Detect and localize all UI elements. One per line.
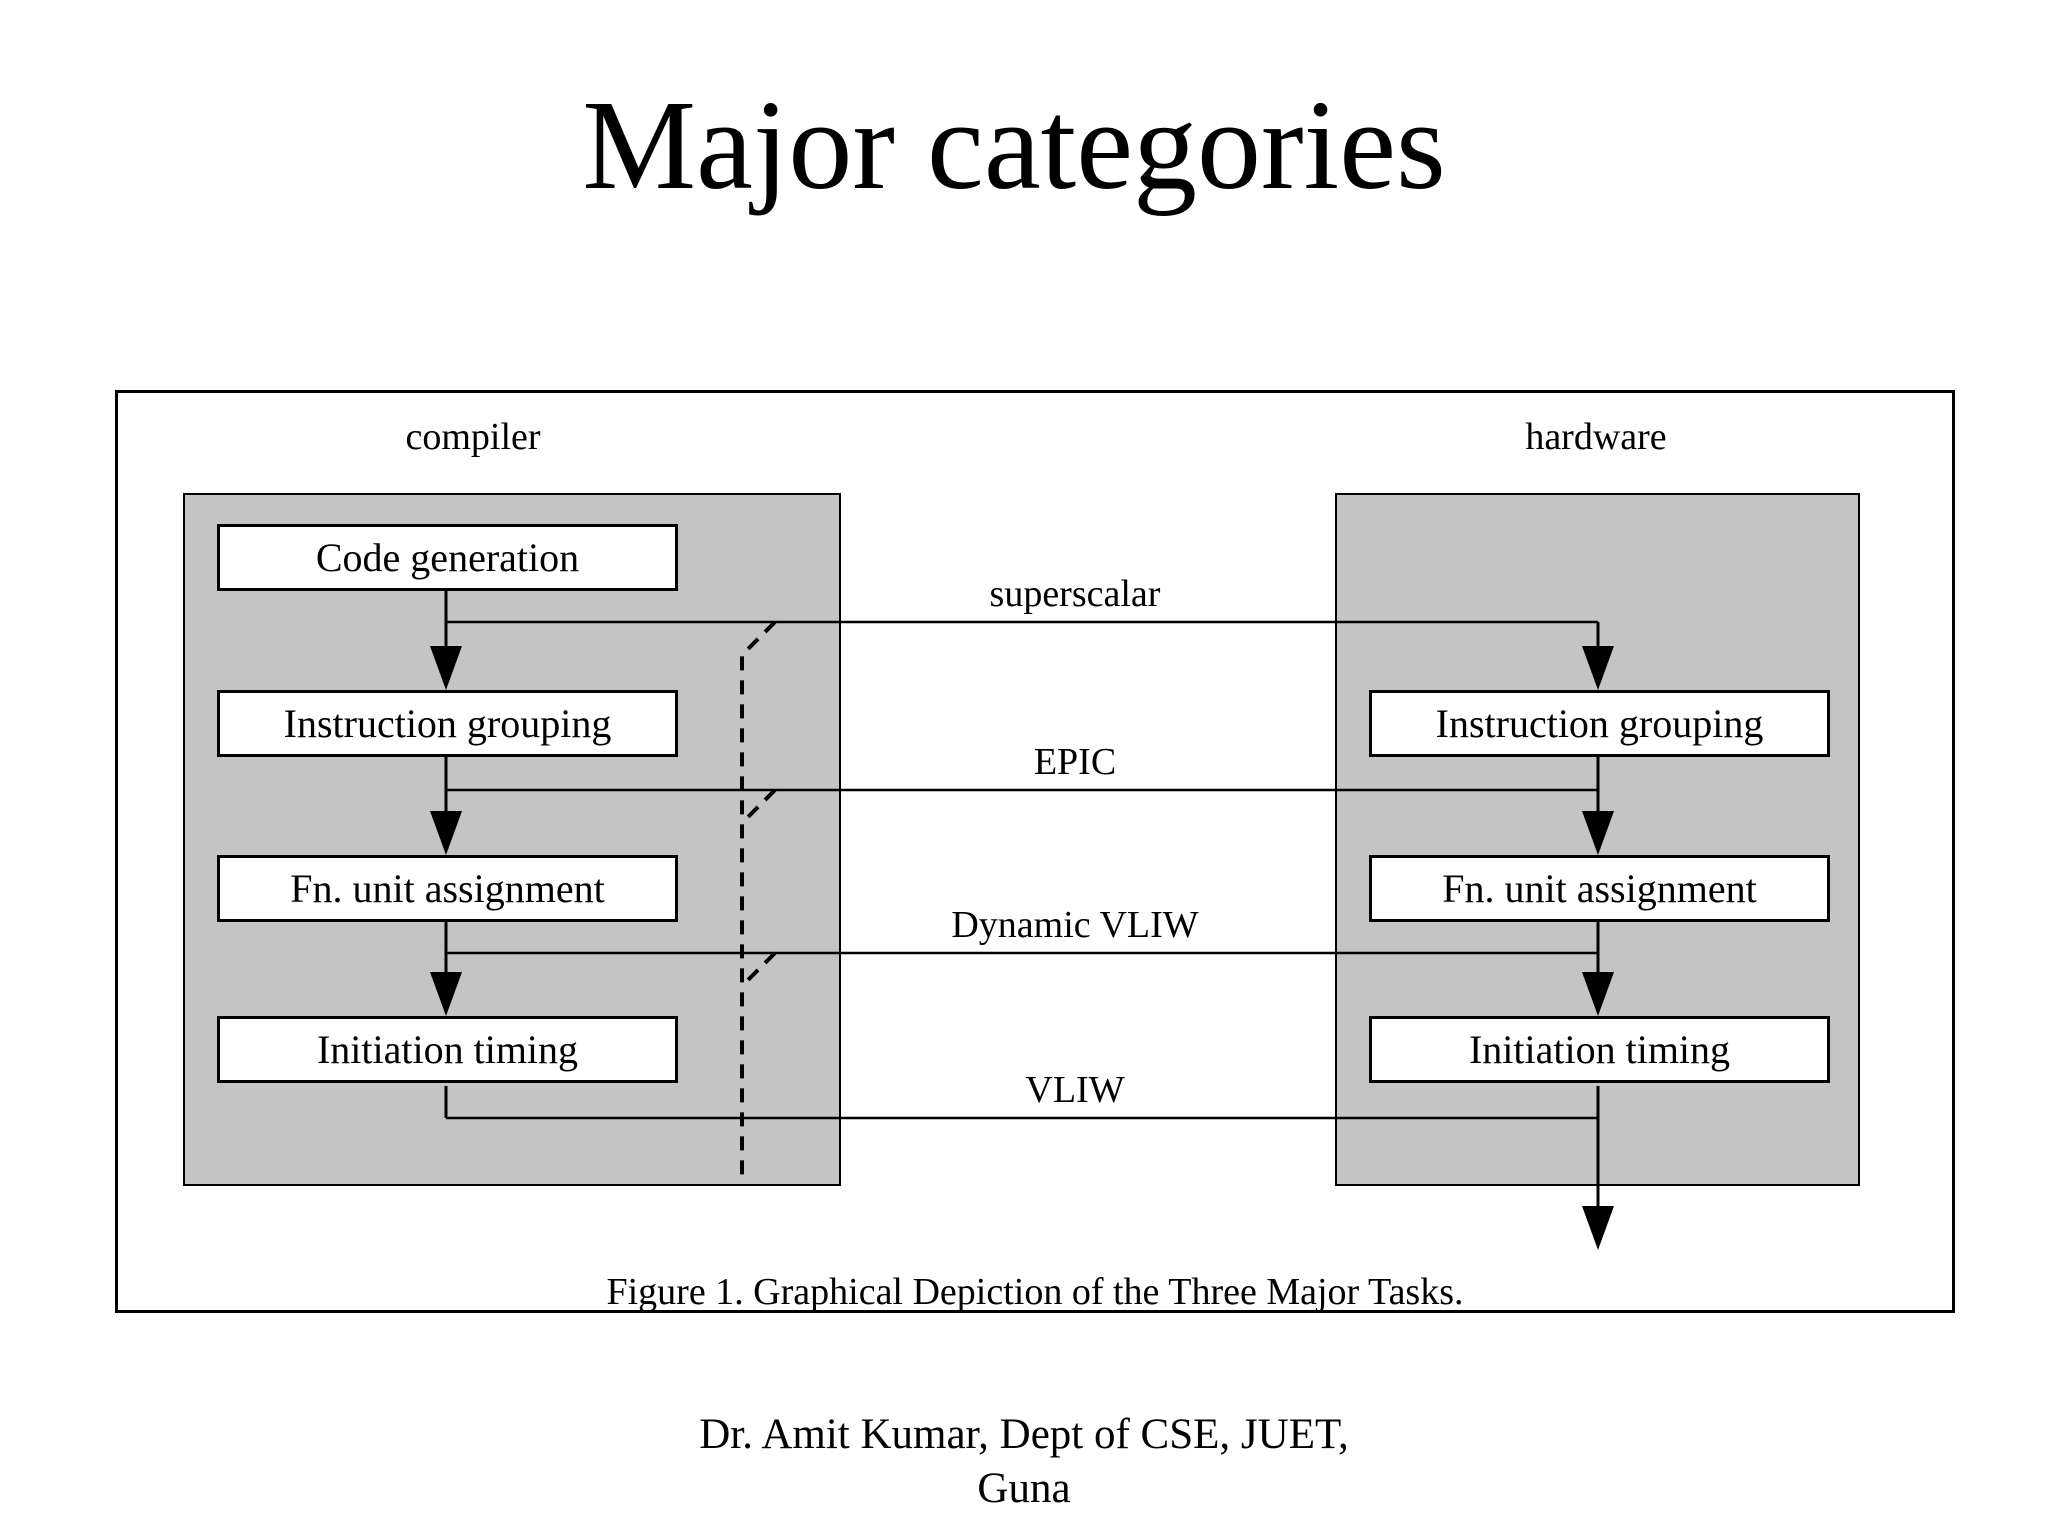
footer-line-1: Dr. Amit Kumar, Dept of CSE, JUET,: [699, 1411, 1349, 1458]
compiler-column-header: compiler: [405, 416, 541, 458]
task-box-instruction-grouping-compiler: Instruction grouping: [217, 690, 678, 757]
task-box-initiation-timing-compiler: Initiation timing: [217, 1016, 678, 1083]
task-box-initiation-timing-hardware: Initiation timing: [1369, 1016, 1830, 1083]
task-box-code-generation: Code generation: [217, 524, 678, 591]
footer-line-2: Guna: [977, 1465, 1071, 1512]
task-box-instruction-grouping-hardware: Instruction grouping: [1369, 690, 1830, 757]
page-title: Major categories: [582, 74, 1446, 216]
figure-caption: Figure 1. Graphical Depiction of the Thr…: [606, 1271, 1464, 1313]
slide-footer: Dr. Amit Kumar, Dept of CSE, JUET, Guna: [0, 1408, 2048, 1516]
figure-frame: compiler hardware Code generation: [115, 390, 1955, 1313]
category-label-vliw: VLIW: [1025, 1069, 1125, 1111]
category-label-dynamic-vliw: Dynamic VLIW: [951, 904, 1199, 946]
hardware-column-header: hardware: [1525, 416, 1667, 458]
category-label-superscalar: superscalar: [989, 573, 1161, 615]
task-box-fn-unit-assignment-hardware: Fn. unit assignment: [1369, 855, 1830, 922]
category-label-epic: EPIC: [1033, 741, 1117, 783]
task-box-fn-unit-assignment-compiler: Fn. unit assignment: [217, 855, 678, 922]
exit-arrowhead: [1582, 1206, 1614, 1250]
